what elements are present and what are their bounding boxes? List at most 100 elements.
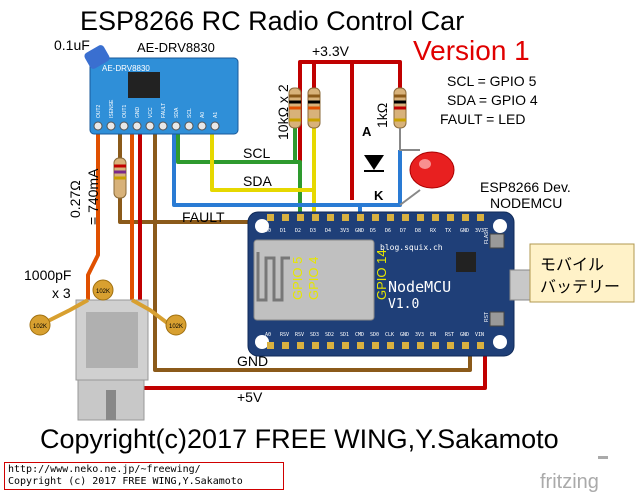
esp-title-2: NODEMCU	[490, 195, 562, 211]
wire-fault	[172, 130, 362, 215]
drv8830-pin-label: A1	[213, 112, 219, 118]
drv8830-pin-label: ISENSE	[109, 99, 115, 118]
gpio-sda-note: SDA = GPIO 4	[447, 92, 538, 108]
drv8830-pin	[210, 121, 220, 131]
led-symbol	[364, 155, 384, 170]
pullup-label: 10kΩ x 2	[275, 84, 291, 140]
nodemcu-bottom-pin	[372, 342, 379, 349]
nodemcu-bottom-pin	[402, 342, 409, 349]
cap-0-1uf	[84, 45, 110, 69]
battery-label-2: バッテリー	[540, 279, 620, 296]
credit-url: http://www.neko.ne.jp/~freewing/	[8, 464, 201, 475]
drv8830-pin-label: VCC	[148, 107, 154, 118]
nodemcu-bottom-pin	[417, 342, 424, 349]
pullup-bands	[289, 94, 320, 122]
wire-5v	[138, 130, 487, 390]
nodemcu-top-pin	[462, 214, 469, 221]
nodemcu-top-pin	[357, 214, 364, 221]
nodemcu-top-pin	[402, 214, 409, 221]
drv8830-pin	[119, 121, 129, 131]
nodemcu-label: NodeMCU	[388, 278, 451, 296]
pullup-resistors: 10kΩ x 2 +3.3V	[275, 43, 350, 140]
drv8830-pin	[184, 121, 194, 131]
led-anode-label: A	[362, 124, 372, 139]
nodemcu-bottom-pin-label: GND	[400, 332, 409, 338]
nodemcu-bottom-pin-label: SD3	[310, 332, 319, 338]
rst-label: RST	[484, 312, 490, 322]
sense-current-label: = 740mA	[85, 168, 101, 225]
drv8830-pin-label: GND	[135, 107, 141, 119]
drv8830-pin	[132, 121, 142, 131]
v5-wire-label: +5V	[237, 389, 263, 405]
led-resistor-label: 1kΩ	[374, 103, 390, 128]
nodemcu-top-pin-label: D0	[265, 228, 271, 234]
nodemcu-top-pin	[297, 214, 304, 221]
nodemcu-bottom-pin	[462, 342, 469, 349]
nodemcu-bottom-pin-label: RSV	[295, 332, 304, 338]
diagram-title: ESP8266 RC Radio Control Car	[80, 6, 464, 36]
credit-box: http://www.neko.ne.jp/~freewing/Copyrigh…	[4, 462, 284, 490]
nodemcu-bottom-pin	[327, 342, 334, 349]
wire-scl	[176, 130, 302, 215]
nodemcu-bottom-pin	[342, 342, 349, 349]
nodemcu-bottom-pin	[282, 342, 289, 349]
cap-0-1uf-label: 0.1uF	[54, 37, 90, 53]
nodemcu-bottom-pin-label: GND	[460, 332, 469, 338]
drv8830-pin-label: OUT2	[96, 104, 102, 118]
esp-module	[253, 239, 375, 321]
nodemcu-bottom-pin-label: RSV	[280, 332, 289, 338]
nodemcu-bottom-pin-label: EN	[430, 332, 436, 338]
nodemcu-top-pin-label: RX	[430, 228, 436, 234]
nodemcu-top-pin	[372, 214, 379, 221]
usb-port	[509, 269, 531, 301]
v33-label: +3.3V	[312, 43, 350, 59]
drv8830-pin-label: FAULT	[161, 103, 167, 118]
cap-1000pf-1	[92, 279, 114, 301]
drv8830-pin	[171, 121, 181, 131]
nodemcu-bottom-pin	[297, 342, 304, 349]
nodemcu-top-pin-label: D7	[400, 228, 406, 234]
nodemcu-top-pin-label: D8	[415, 228, 421, 234]
nodemcu-bottom-pin	[477, 342, 484, 349]
caps-label-count: x 3	[52, 285, 71, 301]
drv8830-pin	[158, 121, 168, 131]
nodemcu-bottom-pin	[357, 342, 364, 349]
rst-button[interactable]	[489, 311, 505, 327]
fault-wire-label: FAULT	[182, 209, 225, 225]
battery-body	[529, 243, 635, 303]
led-cathode-label: K	[374, 188, 384, 203]
nodemcu-bottom-pin-label: SD1	[340, 332, 349, 338]
board-url: blog.squix.ch	[380, 243, 443, 252]
nodemcu-top-pin-label: 3V3	[340, 228, 349, 234]
nodemcu-top-pin-label: D1	[280, 228, 286, 234]
nodemcu-top-pin	[312, 214, 319, 221]
gpio5-label: GPIO 5	[290, 257, 305, 300]
led-circuit: 1kΩ A K	[362, 87, 455, 206]
drv8830-pin	[93, 121, 103, 131]
nodemcu-bottom-pin-label: CMD	[355, 332, 364, 338]
nodemcu-top-pin-label: D3	[310, 228, 316, 234]
motor-assembly: 1000pF x 3 102K 102K 102K	[24, 267, 187, 421]
cap-1000pf-3	[165, 314, 187, 336]
drv8830-label: AE-DRV8830	[137, 40, 215, 55]
flash-label: FLASH	[484, 227, 490, 244]
drv8830-pin-label: A0	[200, 112, 206, 118]
nodemcu-bottom-pin-label: SD0	[370, 332, 379, 338]
cap-1000pf-2	[29, 314, 51, 336]
sda-wire-label: SDA	[243, 173, 272, 189]
cap-code-2: 102K	[33, 324, 47, 330]
nodemcu-top-pin-label: D2	[295, 228, 301, 234]
caps-label-value: 1000pF	[24, 267, 71, 283]
flash-button[interactable]	[489, 233, 505, 249]
nodemcu-bottom-pin-label: RST	[445, 332, 454, 338]
drv8830-board-text: AE-DRV8830	[102, 64, 150, 73]
nodemcu-bottom-pin	[447, 342, 454, 349]
version-label: Version 1	[413, 35, 530, 66]
drv8830-pin-label: SDA	[174, 107, 180, 118]
nodemcu-top-pin-label: D6	[385, 228, 391, 234]
fault-led	[409, 151, 455, 189]
nodemcu-bottom-pin	[312, 342, 319, 349]
